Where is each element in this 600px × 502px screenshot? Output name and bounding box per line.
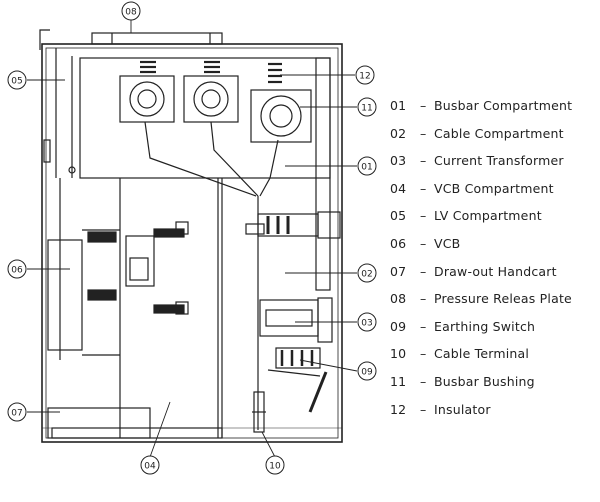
legend-item: 05–LV Compartment — [390, 208, 542, 224]
callout-label: 09 — [361, 368, 373, 378]
legend-item: 08–Pressure Releas Plate — [390, 291, 572, 307]
callout-label: 04 — [144, 462, 156, 472]
vcb-body — [47, 239, 83, 351]
callout-12: 12 — [355, 65, 375, 85]
callout-02: 02 — [357, 263, 377, 283]
legend-item: 02–Cable Compartment — [390, 125, 564, 141]
legend-item: 12–Insulator — [390, 401, 491, 417]
legend-item: 03–Current Transformer — [390, 153, 564, 169]
insulators — [140, 60, 282, 84]
callout-09: 09 — [357, 361, 377, 381]
callout-01: 01 — [357, 156, 377, 176]
callout-label: 02 — [361, 270, 372, 280]
legend-item: 04–VCB Compartment — [390, 180, 554, 196]
draw-out-handcart — [47, 407, 151, 439]
earthing-switch — [275, 347, 321, 369]
callout-label: 06 — [11, 266, 23, 276]
callout-08: 08 — [121, 1, 141, 21]
callout-label: 11 — [361, 104, 372, 114]
legend-item: 07–Draw-out Handcart — [390, 263, 557, 279]
callout-05: 05 — [7, 70, 27, 90]
callout-label: 05 — [11, 77, 22, 87]
legend-item: 09–Earthing Switch — [390, 318, 536, 334]
current-transformer — [259, 299, 319, 337]
callout-label: 10 — [269, 462, 281, 472]
legend-item: 11–Busbar Bushing — [390, 373, 535, 389]
callout-label: 01 — [361, 163, 372, 173]
busbar-bushings — [119, 75, 312, 143]
callout-10: 10 — [265, 455, 285, 475]
callout-03: 03 — [357, 312, 377, 332]
callout-label: 03 — [361, 319, 372, 329]
callout-label: 07 — [11, 409, 22, 419]
callout-11: 11 — [357, 97, 377, 117]
callout-label: 08 — [125, 8, 137, 18]
legend-item: 06–VCB — [390, 235, 461, 251]
legend-item: 01–Busbar Compartment — [390, 98, 573, 113]
callout-label: 12 — [359, 72, 370, 82]
component-legend: 01–Busbar Compartment 02–Cable Compartme… — [390, 96, 595, 427]
legend-item: 10–Cable Terminal — [390, 346, 530, 362]
callout-07: 07 — [7, 402, 27, 422]
callout-06: 06 — [7, 259, 27, 279]
cabinet-outline — [41, 43, 343, 443]
callout-04: 04 — [140, 455, 160, 475]
